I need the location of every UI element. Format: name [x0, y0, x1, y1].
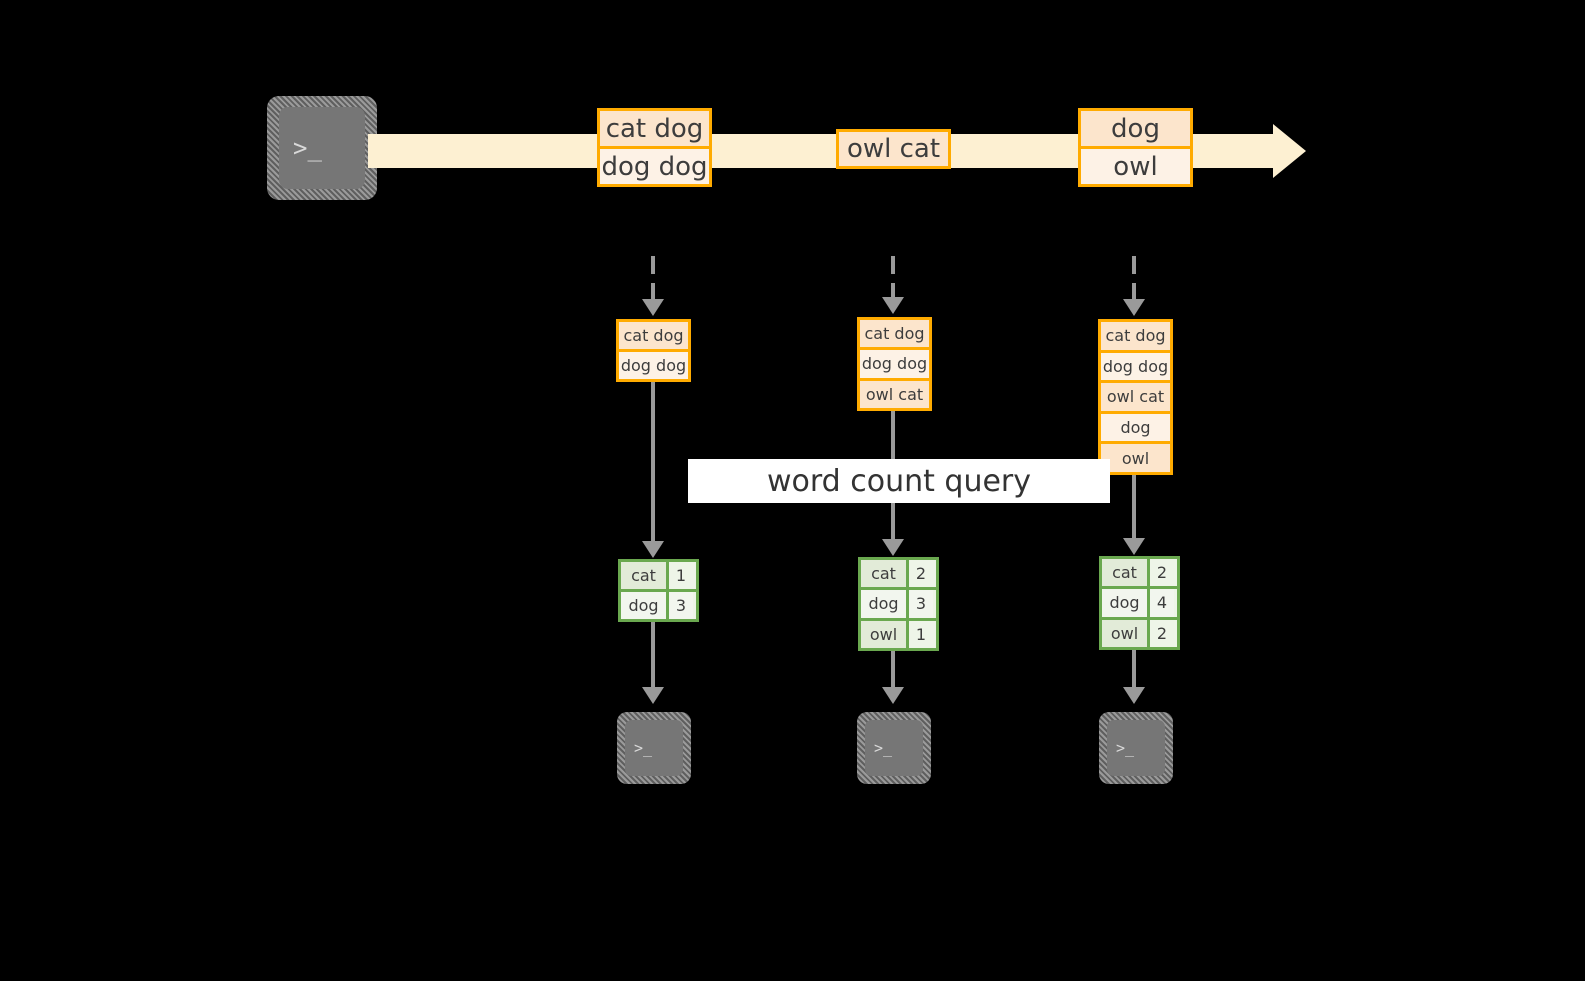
count-value: 3 — [906, 590, 933, 618]
count-word: cat — [1102, 559, 1147, 587]
count-value: 4 — [1147, 589, 1174, 617]
snapshot-1-input-stack[interactable]: cat dog dog dog — [616, 319, 691, 382]
query-connector-1 — [651, 382, 655, 548]
count-word: owl — [861, 620, 906, 648]
sink-connector-arrowhead-2 — [882, 687, 904, 704]
count-value: 2 — [1147, 559, 1174, 587]
feed-connector-arrowhead-1 — [642, 299, 664, 316]
source-terminal-prompt: >_ — [293, 134, 322, 162]
count-row: owl 1 — [861, 617, 936, 648]
sink-connector-2 — [891, 651, 895, 693]
snapshot-input-line: cat dog — [619, 322, 688, 349]
count-word: dog — [621, 592, 666, 619]
query-connector-3 — [1132, 475, 1136, 545]
count-value: 3 — [666, 592, 693, 619]
feed-connector-arrowhead-3 — [1123, 299, 1145, 316]
record-line: dog — [1081, 111, 1190, 146]
stream-record-group-3[interactable]: dog owl — [1078, 108, 1193, 187]
stream-record-group-1[interactable]: cat dog dog dog — [597, 108, 712, 187]
count-word: owl — [1102, 619, 1147, 647]
source-terminal-screen: >_ — [279, 107, 365, 189]
count-row: owl 2 — [1102, 616, 1177, 647]
query-connector-arrowhead-3 — [1123, 538, 1145, 555]
snapshot-input-line: dog — [1101, 410, 1170, 442]
sink-connector-3 — [1132, 650, 1136, 693]
sink-connector-arrowhead-3 — [1123, 687, 1145, 704]
source-terminal-icon[interactable]: >_ — [267, 96, 377, 200]
sink-terminal-screen: >_ — [865, 720, 923, 776]
count-value: 1 — [666, 562, 693, 589]
snapshot-3-count-table[interactable]: cat 2 dog 4 owl 2 — [1099, 556, 1180, 650]
query-connector-arrowhead-2 — [882, 539, 904, 556]
count-value: 2 — [906, 560, 933, 588]
count-row: dog 3 — [621, 589, 696, 619]
stream-arrow-head — [1273, 124, 1306, 178]
sink-terminal-prompt: >_ — [874, 738, 893, 757]
count-word: dog — [1102, 589, 1147, 617]
count-word: cat — [621, 562, 666, 589]
count-value: 2 — [1147, 619, 1174, 647]
count-row: cat 2 — [861, 560, 936, 588]
record-line: owl cat — [839, 132, 948, 166]
count-row: dog 4 — [1102, 586, 1177, 617]
snapshot-3-sink-terminal-icon[interactable]: >_ — [1099, 712, 1173, 784]
sink-terminal-screen: >_ — [625, 720, 683, 776]
feed-connector-arrowhead-2 — [882, 297, 904, 314]
count-value: 1 — [906, 620, 933, 648]
snapshot-input-line: owl — [1101, 441, 1170, 472]
count-word: cat — [861, 560, 906, 588]
sink-connector-arrowhead-1 — [642, 687, 664, 704]
feed-connector-1 — [651, 256, 655, 300]
feed-connector-2 — [891, 256, 895, 298]
stream-record-group-2[interactable]: owl cat — [836, 129, 951, 169]
snapshot-1-count-table[interactable]: cat 1 dog 3 — [618, 559, 699, 622]
snapshot-input-line: dog dog — [619, 349, 688, 379]
sink-terminal-screen: >_ — [1107, 720, 1165, 776]
snapshot-input-line: cat dog — [860, 320, 929, 348]
snapshot-2-count-table[interactable]: cat 2 dog 3 owl 1 — [858, 557, 939, 651]
snapshot-input-line: dog dog — [860, 347, 929, 378]
snapshot-2-sink-terminal-icon[interactable]: >_ — [857, 712, 931, 784]
count-row: cat 1 — [621, 562, 696, 589]
snapshot-3-input-stack[interactable]: cat dog dog dog owl cat dog owl — [1098, 319, 1173, 475]
sink-connector-1 — [651, 622, 655, 692]
count-word: dog — [861, 590, 906, 618]
snapshot-2-input-stack[interactable]: cat dog dog dog owl cat — [857, 317, 932, 411]
count-row: cat 2 — [1102, 559, 1177, 587]
feed-connector-3 — [1132, 256, 1136, 300]
count-row: dog 3 — [861, 587, 936, 618]
sink-terminal-prompt: >_ — [1116, 738, 1135, 757]
snapshot-1-sink-terminal-icon[interactable]: >_ — [617, 712, 691, 784]
sink-terminal-prompt: >_ — [634, 738, 653, 757]
snapshot-input-line: owl cat — [1101, 380, 1170, 411]
query-label: word count query — [766, 463, 1032, 499]
record-line: dog dog — [600, 146, 709, 184]
snapshot-input-line: dog dog — [1101, 349, 1170, 381]
record-line: cat dog — [600, 111, 709, 146]
record-line: owl — [1081, 146, 1190, 184]
query-connector-arrowhead-1 — [642, 541, 664, 558]
snapshot-input-line: cat dog — [1101, 322, 1170, 350]
query-label-band: word count query — [688, 459, 1110, 503]
snapshot-input-line: owl cat — [860, 377, 929, 408]
